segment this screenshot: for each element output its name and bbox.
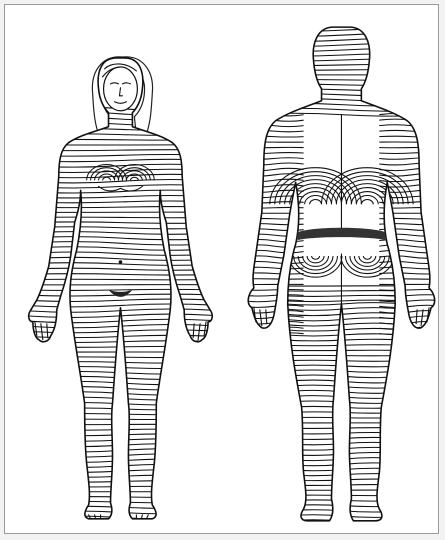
back-leg-contour	[284, 500, 403, 501]
back-leg-contour	[284, 428, 403, 429]
front-contour-line	[25, 357, 219, 358]
back-leg-contour	[284, 463, 403, 466]
front-contour-line	[25, 506, 219, 508]
back-leg-contour	[284, 447, 403, 450]
front-contour-line	[25, 392, 219, 395]
front-contour-line	[25, 501, 219, 503]
back-arm-contour	[244, 224, 304, 225]
front-contour-line	[25, 516, 219, 519]
back-leg-contour	[284, 458, 403, 461]
front-contour-line	[25, 521, 219, 524]
front-contour-line	[25, 475, 219, 477]
front-contour-line	[25, 397, 219, 400]
back-leg-contour	[284, 452, 403, 455]
back-leg-contour	[284, 485, 403, 486]
front-contour-line	[25, 449, 219, 452]
back-leg-contour	[284, 468, 403, 471]
back-leg-contour	[284, 479, 403, 481]
back-leg-contour	[284, 520, 403, 523]
front-contour-line	[25, 217, 219, 218]
front-contour-line	[25, 434, 219, 436]
front-contour-line	[25, 402, 219, 405]
front-contour-line	[25, 444, 219, 447]
figure-frame	[4, 4, 439, 534]
back-leg-contour	[284, 433, 403, 434]
back-contour-line	[244, 70, 438, 71]
back-arm-contour	[244, 218, 304, 219]
back-contour-line	[244, 64, 438, 65]
front-contour-line	[25, 341, 219, 343]
back-leg-contour	[284, 442, 403, 444]
back-arm-contour	[244, 207, 304, 208]
front-contour-line	[25, 366, 219, 368]
back-leg-contour	[284, 474, 403, 476]
back-arm-contour	[244, 202, 304, 203]
body-contour-figure	[5, 5, 438, 533]
front-contour-line	[25, 481, 219, 483]
back-arm-contour	[379, 218, 438, 219]
front-contour-line	[25, 134, 219, 135]
front-contour-line	[25, 470, 219, 473]
front-contour-line	[25, 497, 219, 498]
back-view-figure	[244, 24, 438, 523]
front-contour-line	[25, 414, 219, 415]
front-body-outline	[29, 58, 213, 519]
front-contour-line	[25, 222, 219, 223]
back-arm-contour	[379, 207, 438, 208]
front-contour-line	[25, 429, 219, 430]
front-contour-line	[25, 387, 219, 390]
front-contour-line	[25, 346, 219, 347]
navel-icon	[119, 260, 123, 264]
back-contour-line	[244, 80, 438, 81]
front-contour-line	[25, 511, 219, 514]
front-contour-line	[25, 371, 219, 374]
front-contour-line	[25, 207, 219, 208]
front-contour-line	[25, 139, 219, 140]
front-contour-line	[25, 454, 219, 457]
front-contour-line	[25, 439, 219, 442]
front-contour-line	[25, 376, 219, 379]
front-contour-line	[25, 464, 219, 467]
front-contour-line	[25, 486, 219, 487]
front-view-figure	[25, 57, 219, 525]
front-contour-line	[25, 150, 219, 151]
back-leg-contour	[284, 505, 403, 507]
front-contour-line	[25, 408, 219, 410]
front-contour-line	[25, 381, 219, 384]
front-contour-line	[25, 279, 219, 280]
front-contour-line	[25, 362, 219, 363]
back-leg-contour	[284, 437, 403, 439]
back-contour-line	[244, 24, 438, 26]
front-contour-line	[25, 459, 219, 462]
